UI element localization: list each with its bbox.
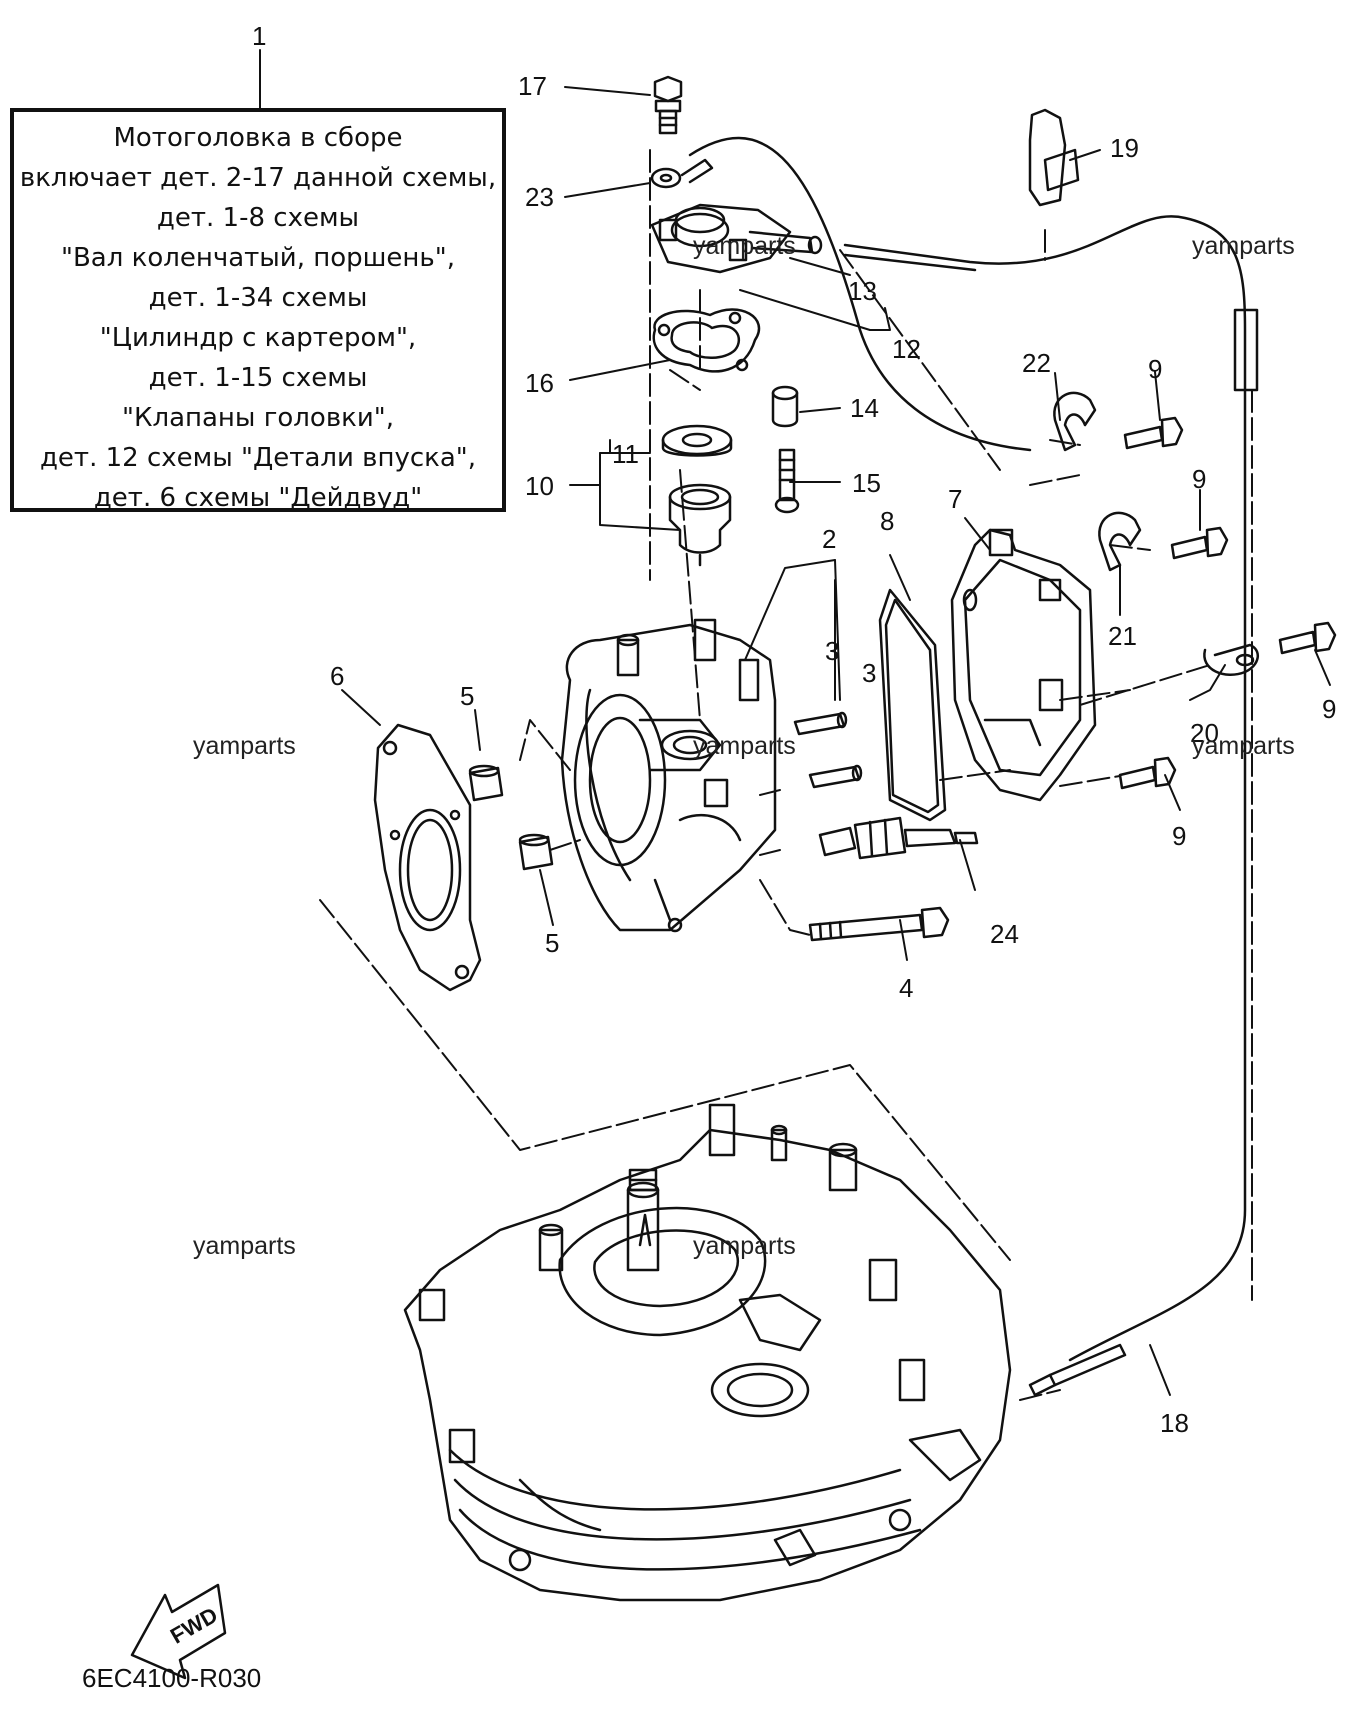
hose-cable	[688, 136, 1259, 1397]
watermark: yamparts	[1192, 232, 1295, 260]
part-11-seal	[661, 424, 733, 457]
assembly-line-1: Мотоголовка в сборе	[113, 123, 403, 153]
part-20-clip	[1203, 643, 1259, 677]
label-11: 11	[612, 439, 639, 469]
diagram-code: 6EC4100-R030	[82, 1663, 262, 1693]
label-3b: 3	[862, 658, 876, 688]
label-12: 12	[892, 334, 921, 364]
cylinder-block	[403, 1103, 1012, 1602]
part-12-thermostat-cover	[650, 203, 823, 274]
bolt-9-c	[1278, 621, 1337, 655]
label-13: 13	[848, 276, 877, 306]
assembly-line-2: включает дет. 2-17 данной схемы,	[19, 163, 497, 193]
label-9b: 9	[1192, 464, 1206, 494]
watermark: yamparts	[693, 232, 796, 260]
part-22-clip	[1053, 391, 1097, 452]
part-19-clip	[1028, 108, 1080, 207]
part-14-collar	[771, 385, 799, 428]
part-2-cylinder-head	[560, 618, 777, 933]
label-18: 18	[1160, 1408, 1189, 1438]
label-9d: 9	[1172, 821, 1186, 851]
assembly-line-9: дет. 12 схемы "Детали впуска",	[39, 443, 477, 473]
assembly-lines	[319, 149, 1253, 1401]
part-6-head-gasket	[373, 723, 482, 992]
label-2: 2	[822, 524, 836, 554]
part-9-bolts	[1118, 416, 1337, 790]
label-21: 21	[1108, 621, 1137, 651]
leader-lines	[259, 49, 1331, 1396]
label-1: 1	[252, 21, 266, 51]
label-6: 6	[330, 661, 344, 691]
watermark: yamparts	[1192, 732, 1295, 760]
label-7: 7	[948, 484, 962, 514]
part-10-thermostat	[668, 483, 732, 567]
assembly-info-box: Мотоголовка в сборе включает дет. 2-17 д…	[10, 108, 506, 513]
label-24: 24	[990, 919, 1019, 949]
assembly-line-8: "Клапаны головки",	[122, 403, 394, 433]
label-5b: 5	[545, 928, 559, 958]
part-16-gasket	[652, 308, 761, 373]
label-3a: 3	[825, 636, 839, 666]
assembly-line-3: дет. 1-8 схемы	[156, 203, 360, 233]
fwd-label: FWD	[166, 1602, 222, 1649]
label-17: 17	[518, 71, 547, 101]
label-4: 4	[899, 973, 913, 1003]
label-20: 20	[1190, 718, 1219, 748]
part-23-washer	[650, 158, 714, 189]
label-10: 10	[525, 471, 554, 501]
label-15: 15	[852, 468, 881, 498]
bolt-9-a	[1123, 416, 1184, 450]
part-15-bolt	[774, 448, 800, 514]
assembly-line-6: "Цилиндр с картером",	[99, 323, 417, 353]
part-3-dowel-pins	[793, 711, 863, 789]
watermark: yamparts	[193, 732, 296, 760]
assembly-line-10: дет. 6 схемы "Дейдвуд"	[93, 483, 423, 513]
part-17-bolt	[653, 75, 683, 135]
label-19: 19	[1110, 133, 1139, 163]
part-8-cover-gasket	[878, 588, 947, 822]
label-16: 16	[525, 368, 554, 398]
label-14: 14	[850, 393, 879, 423]
part-7-head-cover	[950, 528, 1097, 802]
label-9a: 9	[1148, 354, 1162, 384]
watermark: yamparts	[693, 1232, 796, 1260]
part-4-long-bolt	[808, 906, 950, 942]
label-5a: 5	[460, 681, 474, 711]
watermark: yamparts	[193, 1232, 296, 1260]
label-9c: 9	[1322, 694, 1336, 724]
bolt-9-d	[1118, 756, 1177, 790]
assembly-line-5: дет. 1-34 схемы	[148, 283, 368, 313]
label-23: 23	[525, 182, 554, 212]
assembly-line-4: "Вал коленчатый, поршень",	[61, 243, 455, 273]
part-5-dowels	[468, 764, 554, 871]
label-22: 22	[1022, 348, 1051, 378]
part-labels: 1 2 3 3 4 5 5 6 7 8 9 9 9 9 10 11 12 13 …	[252, 21, 1336, 1438]
bolt-9-b	[1170, 526, 1229, 560]
part-21-clip	[1098, 511, 1142, 572]
assembly-line-7: дет. 1-15 схемы	[148, 363, 368, 393]
part-24-spark-plug	[818, 816, 979, 860]
label-8: 8	[880, 506, 894, 536]
watermark: yamparts	[693, 732, 796, 760]
